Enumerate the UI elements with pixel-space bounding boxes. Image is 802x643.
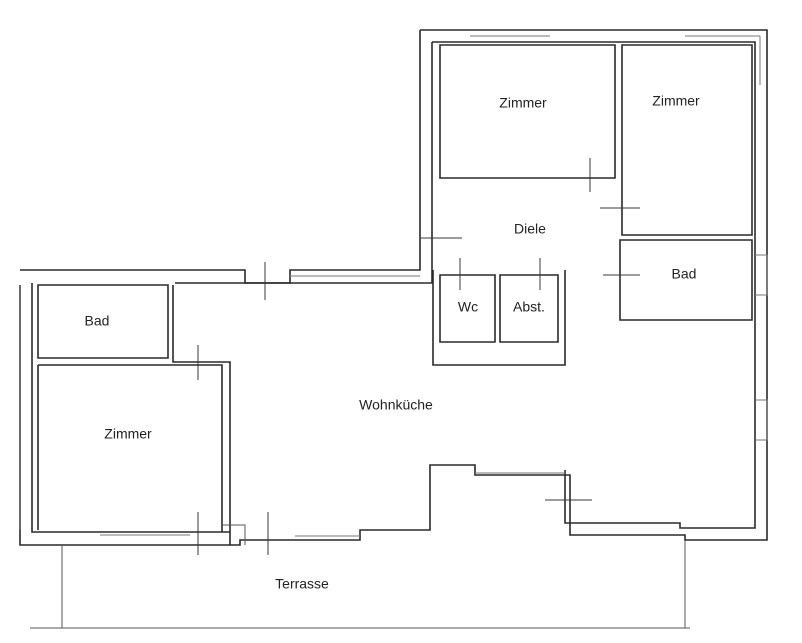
label-bad-left: Bad (85, 313, 110, 329)
terrace (30, 540, 690, 629)
label-wc: Wc (458, 299, 478, 315)
interior-walls (37, 44, 753, 545)
outer-walls (19, 29, 768, 546)
room-labels: Zimmer Zimmer Diele Bad Wc Abst. Bad Zim… (85, 93, 701, 592)
label-wohnkueche: Wohnküche (359, 397, 433, 413)
label-zimmer-top-left: Zimmer (499, 95, 547, 111)
label-bad-right: Bad (672, 266, 697, 282)
windows (100, 35, 768, 537)
door-markers (197, 158, 640, 555)
label-abst: Abst. (513, 299, 545, 315)
label-zimmer-top-right: Zimmer (652, 93, 700, 109)
label-zimmer-left: Zimmer (104, 426, 152, 442)
label-diele: Diele (514, 221, 546, 237)
label-terrasse: Terrasse (275, 576, 329, 592)
